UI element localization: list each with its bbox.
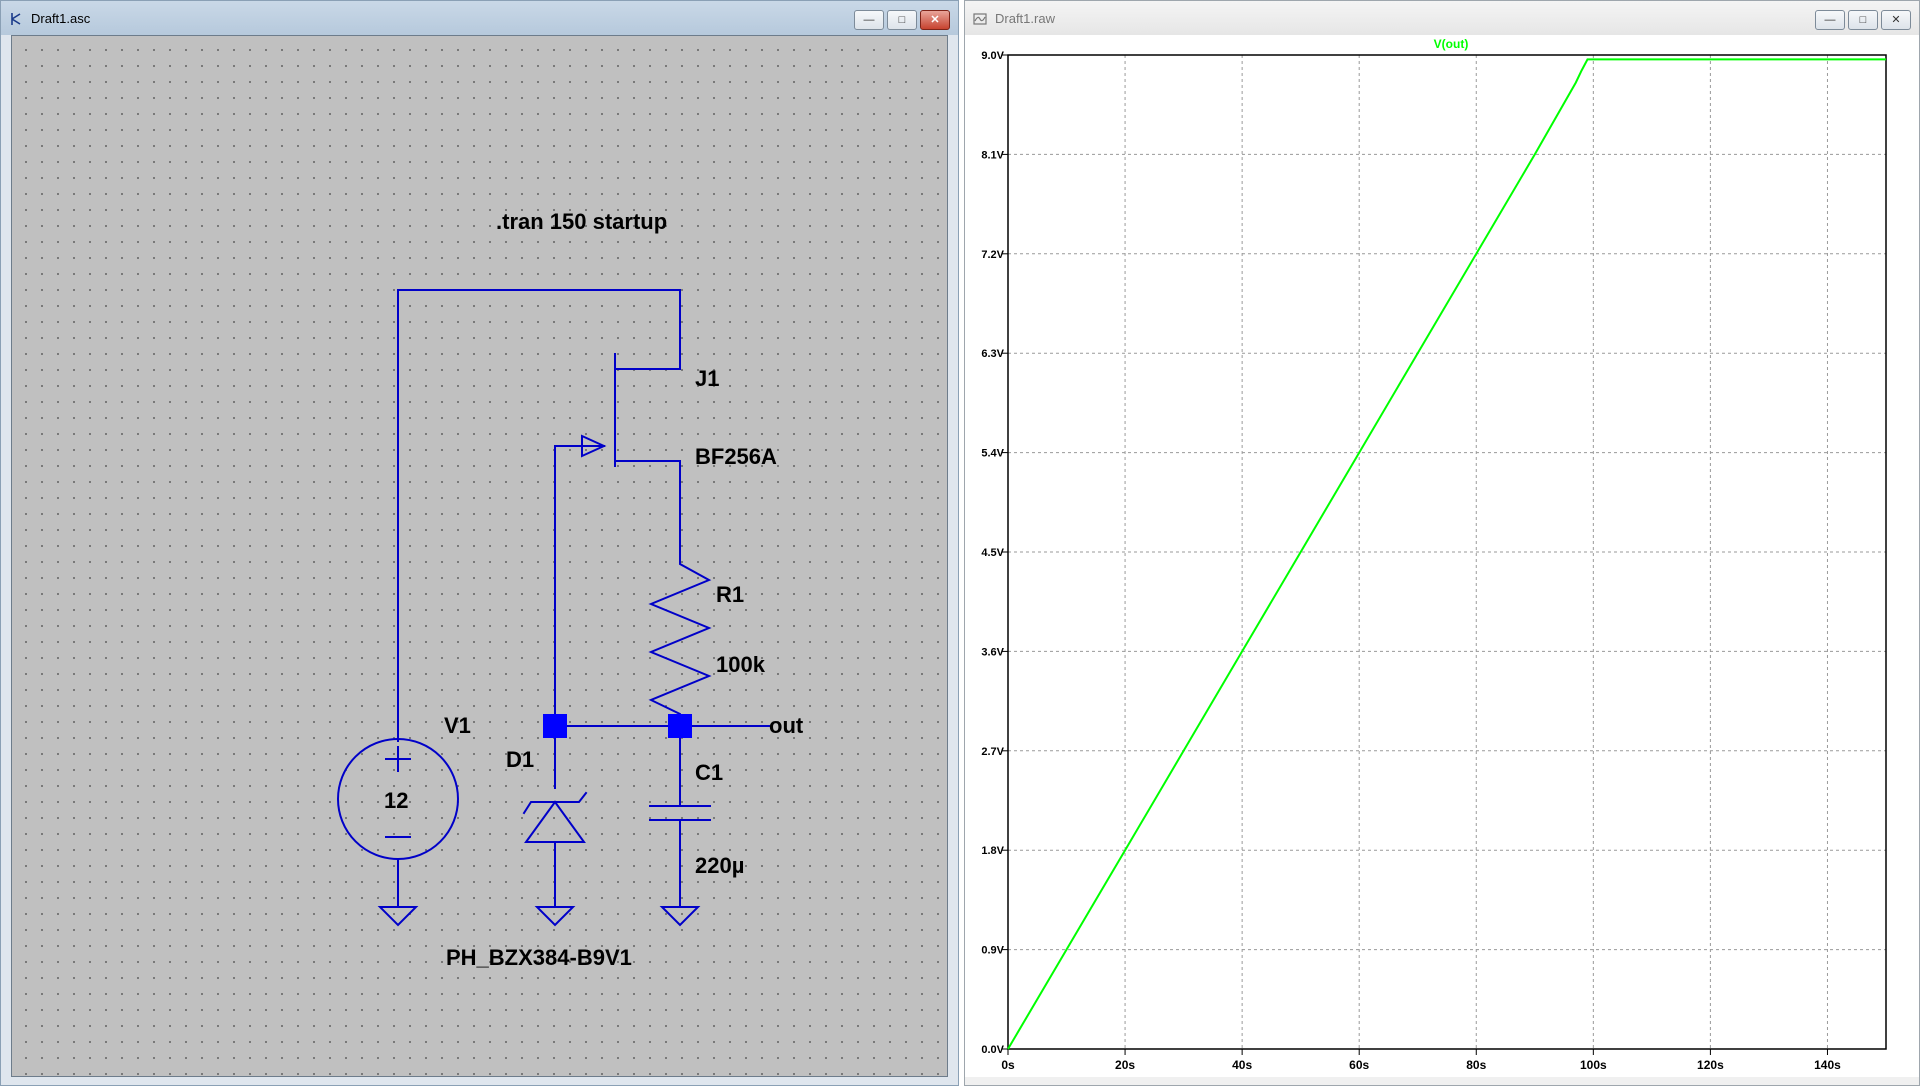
plot-frame: [1007, 54, 1887, 1050]
y-tick-label: 0.0V: [981, 1044, 1004, 1056]
trace-label-v-out[interactable]: V(out): [1434, 37, 1469, 51]
ground-icon: [377, 906, 419, 927]
y-tick-label: 9.0V: [981, 50, 1004, 62]
y-tick-label: 3.6V: [981, 646, 1004, 658]
close-button[interactable]: ✕: [1881, 10, 1911, 30]
x-tick-label: 120s: [1697, 1058, 1724, 1072]
v1-value-label[interactable]: 12: [384, 788, 408, 813]
v1-name-label[interactable]: V1: [444, 713, 471, 738]
junction-node[interactable]: [668, 714, 692, 738]
junction-node[interactable]: [543, 714, 567, 738]
y-tick-label: 6.3V: [981, 348, 1004, 360]
c1-name-label[interactable]: C1: [695, 760, 723, 785]
x-tick-label: 80s: [1466, 1058, 1486, 1072]
y-tick-label: 0.9V: [981, 945, 1004, 957]
waveform-window-title: Draft1.raw: [995, 11, 1055, 26]
d1-name-label[interactable]: D1: [506, 747, 534, 772]
schematic-window-title: Draft1.asc: [31, 11, 91, 26]
wire-gate-node: [554, 445, 605, 727]
wire-source-r1: [614, 460, 681, 557]
y-tick-label: 2.7V: [981, 746, 1004, 758]
d1-model-label[interactable]: PH_BZX384-B9V1: [446, 945, 632, 970]
schematic-canvas[interactable]: .tran 150 startup J1 BF256A R1 100k out …: [11, 35, 948, 1077]
j1-name-label[interactable]: J1: [695, 366, 719, 391]
x-tick-label: 140s: [1814, 1058, 1841, 1072]
close-button[interactable]: ✕: [920, 10, 950, 30]
schematic-window[interactable]: Draft1.asc — □ ✕: [0, 0, 959, 1086]
waveform-window[interactable]: Draft1.raw — □ ✕ V(out) 0s 20s 40s 60s 80s 10…: [964, 0, 1920, 1086]
schematic-drawing[interactable]: .tran 150 startup J1 BF256A R1 100k out …: [12, 36, 948, 1077]
waveform-app-icon: [973, 13, 987, 25]
ground-icon: [659, 906, 701, 927]
plot-grid: [1008, 55, 1886, 1049]
out-net-label[interactable]: out: [769, 713, 804, 738]
y-tick-label: 4.5V: [981, 547, 1004, 559]
x-tick-label: 40s: [1232, 1058, 1252, 1072]
d1-zener-triangle: [524, 800, 586, 843]
x-tick-label: 20s: [1115, 1058, 1135, 1072]
y-tick-label: 7.2V: [981, 249, 1004, 261]
maximize-button[interactable]: □: [1848, 10, 1878, 30]
maximize-button[interactable]: □: [887, 10, 917, 30]
x-axis-ticks: 0s 20s 40s 60s 80s 100s 120s 140s: [1001, 1049, 1841, 1072]
r1-name-label[interactable]: R1: [716, 582, 744, 607]
series-v-out-line[interactable]: [1007, 58, 1886, 1050]
y-tick-label: 1.8V: [981, 845, 1004, 857]
y-tick-label: 8.1V: [981, 149, 1004, 161]
y-axis-ticks: 0.0V 0.9V 1.8V 2.7V 3.6V 4.5V 5.4V 6.3V 7.2V 8.1V…: [981, 50, 1008, 1056]
ground-icon: [534, 906, 576, 927]
wire-v1-drain: [397, 289, 681, 742]
jfet-gate-arrow-icon: [581, 434, 607, 458]
y-tick-label: 5.4V: [981, 448, 1004, 460]
waveform-titlebar[interactable]: Draft1.raw — □ ✕: [965, 1, 1919, 35]
schematic-app-icon: [11, 13, 21, 25]
r1-resistor: [648, 555, 712, 727]
schematic-titlebar[interactable]: Draft1.asc — □ ✕: [1, 1, 958, 35]
c1-value-label[interactable]: 220µ: [695, 853, 744, 878]
minimize-button[interactable]: —: [854, 10, 884, 30]
minimize-button[interactable]: —: [1815, 10, 1845, 30]
x-tick-label: 0s: [1001, 1058, 1015, 1072]
r1-value-label[interactable]: 100k: [716, 652, 766, 677]
x-tick-label: 100s: [1580, 1058, 1607, 1072]
j1-model-label[interactable]: BF256A: [695, 444, 777, 469]
x-tick-label: 60s: [1349, 1058, 1369, 1072]
spice-directive[interactable]: .tran 150 startup: [496, 209, 667, 234]
